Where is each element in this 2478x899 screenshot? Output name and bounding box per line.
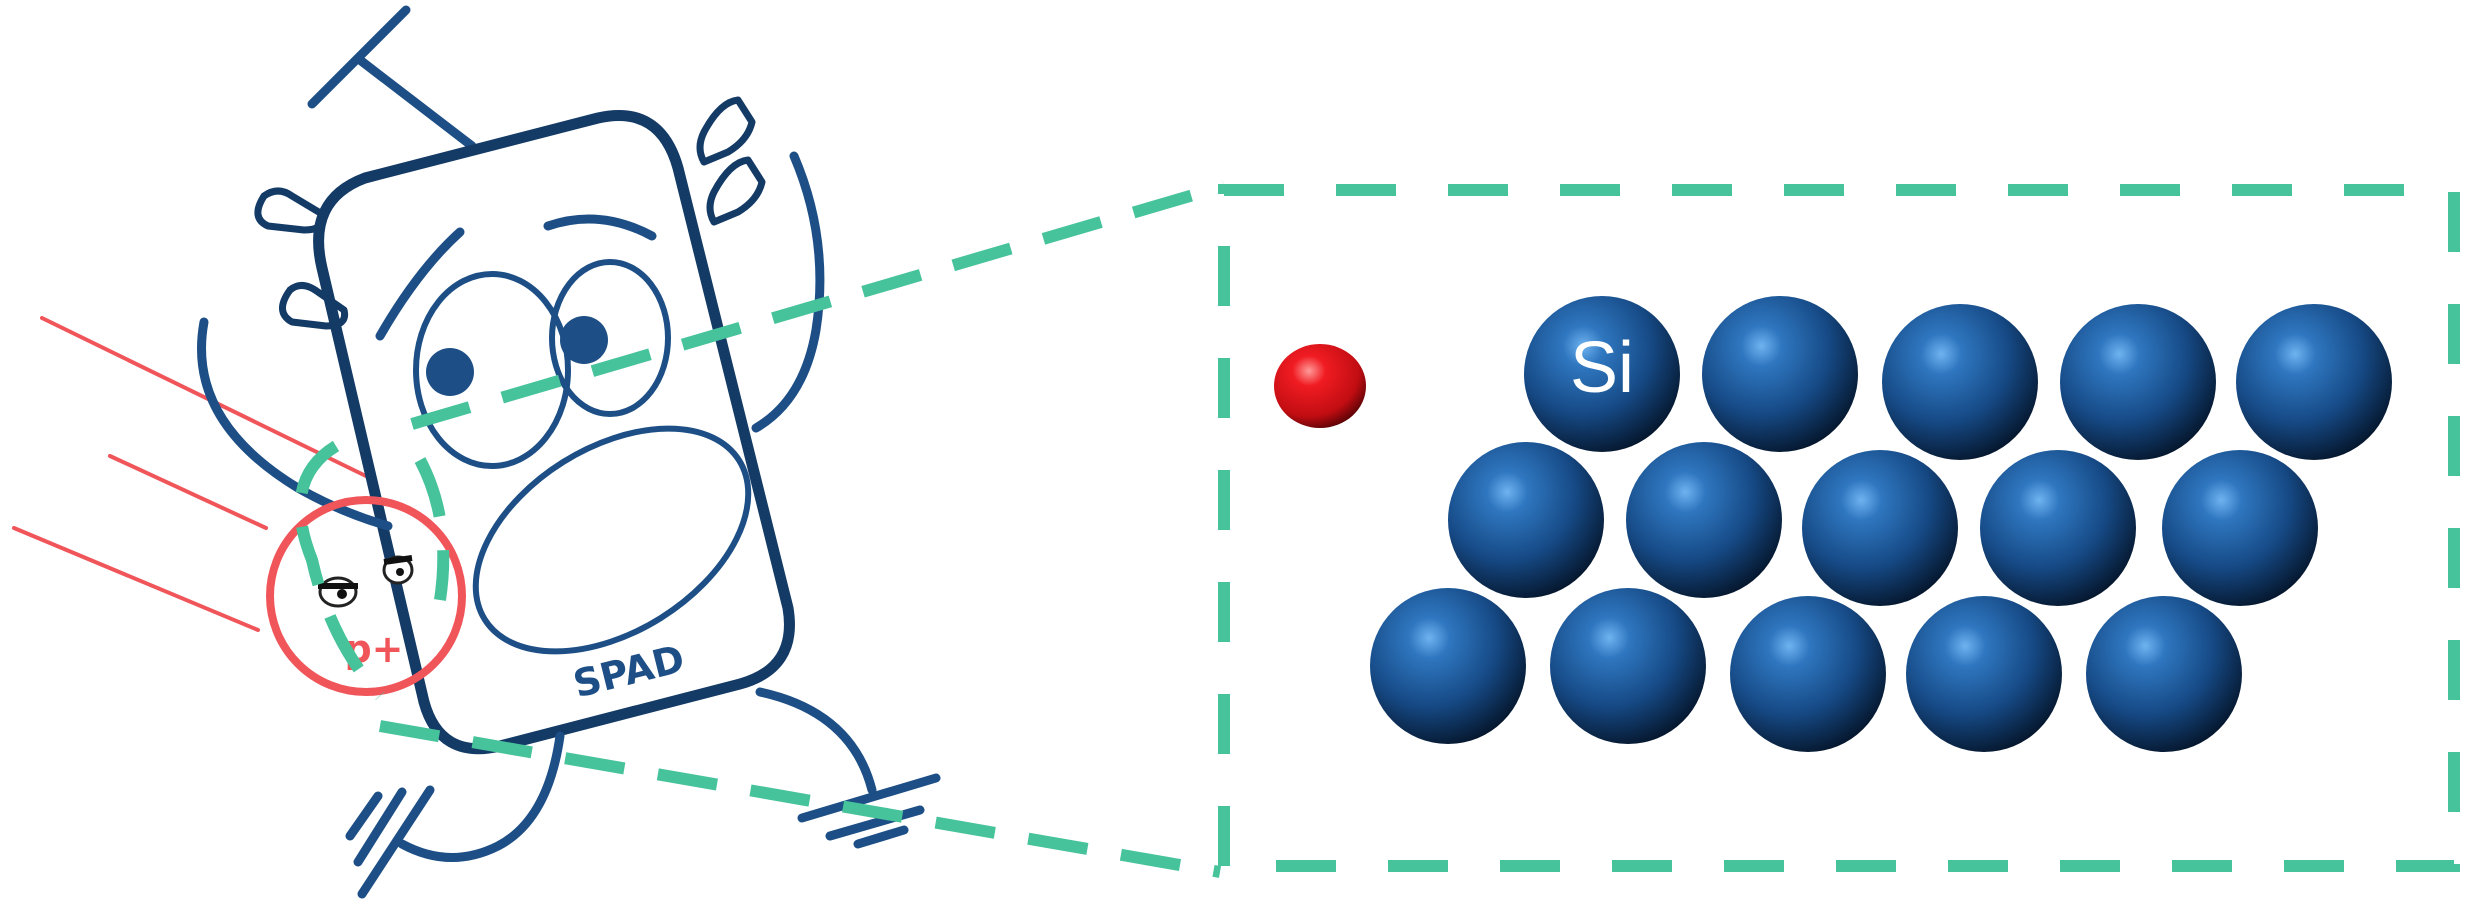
- left-pupil: [426, 348, 474, 396]
- photon-line-3: [12, 526, 260, 632]
- left-leg: [397, 731, 565, 862]
- right-arm: [751, 151, 825, 433]
- silicon-atom: [1802, 450, 1958, 606]
- eyes: [413, 259, 671, 469]
- mouth: [472, 425, 752, 655]
- silicon-atom: [1626, 442, 1782, 598]
- spad-body: [313, 109, 795, 755]
- right-foot: [797, 773, 941, 849]
- silicon-atom: [1730, 596, 1886, 752]
- zoom-indicator: [294, 180, 1226, 878]
- spad-character: SPAD: [197, 5, 941, 899]
- sweat-drops-left: [254, 187, 349, 330]
- zoom-line-top: [410, 180, 1226, 430]
- zoom-circle-right-arc: [414, 457, 450, 601]
- sweat-drops-right: [696, 96, 766, 226]
- silicon-atom: [2236, 304, 2392, 460]
- silicon-atom: [2086, 596, 2242, 752]
- left-foot: [345, 785, 435, 899]
- antenna: [307, 5, 477, 151]
- photon-line-1: [40, 316, 372, 480]
- silicon-atom: [1550, 588, 1706, 744]
- left-arm: [197, 317, 393, 531]
- silicon-atom: [2162, 450, 2318, 606]
- sleepy-eyes: [318, 555, 414, 608]
- silicon-atom: [1702, 296, 1858, 452]
- dopant-atom: [1274, 344, 1366, 428]
- silicon-atom: [1980, 450, 2136, 606]
- silicon-atom: [1370, 588, 1526, 744]
- atom-lattice: [1274, 296, 2392, 752]
- photon-lines: [12, 316, 372, 632]
- silicon-atom: [1882, 304, 2038, 460]
- photon-line-2: [108, 454, 268, 530]
- zoom-circle-left-arc: [294, 440, 385, 700]
- zoom-box: [1218, 184, 2460, 872]
- si-label: Si: [1570, 328, 1634, 408]
- right-pupil: [560, 316, 608, 364]
- right-leg: [755, 687, 877, 795]
- left-eye: [413, 271, 571, 469]
- silicon-atom: [1906, 596, 2062, 752]
- silicon-atom: [1524, 296, 1680, 452]
- eyebrows: [375, 214, 657, 341]
- p-plus-circle: [266, 496, 466, 696]
- right-eye: [549, 259, 671, 417]
- silicon-atom: [2060, 304, 2216, 460]
- zoom-line-bottom: [378, 720, 1222, 878]
- silicon-atom: [1448, 442, 1604, 598]
